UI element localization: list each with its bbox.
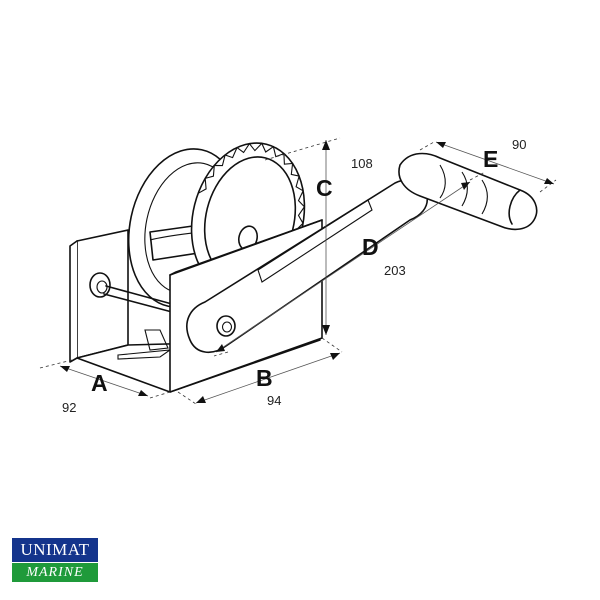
brand-logo-line1: UNIMAT (12, 538, 98, 562)
dimension-c-letter: C (316, 175, 333, 201)
dimension-e-value: 90 (512, 137, 526, 152)
dimension-b-value: 94 (267, 393, 281, 408)
dimension-b-letter: B (256, 365, 273, 391)
brand-logo-line2: MARINE (12, 563, 98, 582)
crank-arm-slot (257, 199, 373, 283)
dimension-d-letter: D (362, 234, 379, 260)
dimension-b: B 94 (177, 337, 343, 408)
left-bearing-boss (89, 272, 111, 298)
crank-hub-bolt (216, 315, 236, 337)
drive-shaft (103, 285, 173, 313)
dimension-a-letter: A (91, 370, 108, 396)
dimension-e-letter: E (483, 146, 498, 172)
back-side-plate (69, 229, 129, 363)
dimension-a-value: 92 (62, 400, 76, 415)
dimension-c-value: 108 (351, 156, 373, 171)
dimension-e: E 90 (419, 137, 557, 193)
dimension-d-value: 203 (384, 263, 406, 278)
dimension-c: C 108 (264, 137, 373, 335)
dimension-a: A 92 (39, 359, 171, 415)
dimension-d: D 203 (213, 171, 486, 357)
handle-grip (398, 152, 538, 231)
